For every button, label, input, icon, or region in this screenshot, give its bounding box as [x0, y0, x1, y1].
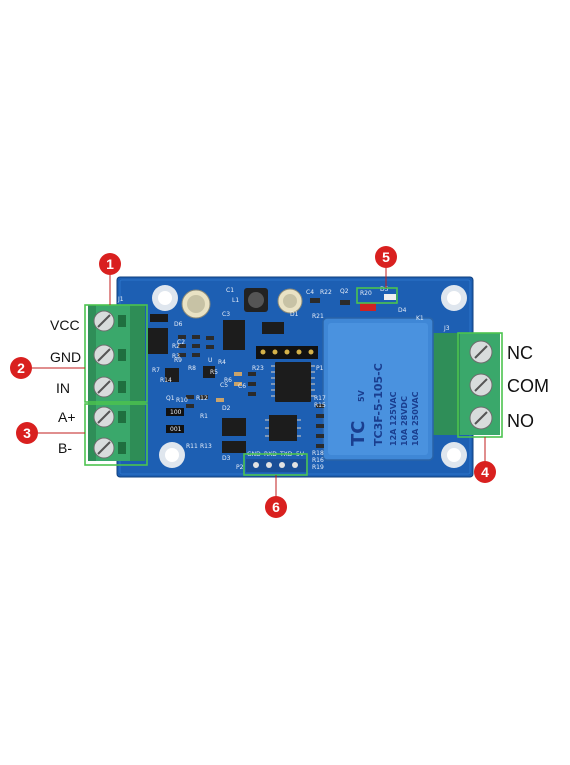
svg-text:R23: R23 — [252, 365, 264, 372]
svg-text:R9: R9 — [174, 357, 182, 364]
svg-text:R20: R20 — [360, 290, 372, 297]
smd-components — [150, 294, 396, 448]
svg-text:L1: L1 — [232, 297, 239, 304]
svg-text:D3: D3 — [222, 455, 231, 462]
svg-text:R13: R13 — [200, 443, 212, 450]
pin-header-p2 — [246, 459, 306, 472]
highlight-led — [356, 287, 398, 304]
label-gnd: GND — [50, 349, 82, 365]
svg-text:R10: R10 — [176, 397, 188, 404]
highlight-relay-output — [457, 332, 503, 438]
callout-4: 4 — [474, 461, 496, 483]
svg-text:R12: R12 — [196, 395, 208, 402]
capacitors — [181, 288, 303, 319]
svg-text:C5: C5 — [220, 382, 228, 389]
svg-text:K1: K1 — [416, 315, 424, 322]
relay: TC TC3F-5-105-C 5V 12A 125VAC 10A 28VDC … — [322, 317, 434, 461]
integrated-circuits — [148, 320, 311, 453]
svg-text:R19: R19 — [312, 464, 324, 471]
highlight-boxes — [84, 287, 503, 476]
svg-text:D6: D6 — [174, 321, 183, 328]
svg-text:R22: R22 — [320, 289, 332, 296]
svg-text:R3: R3 — [172, 353, 180, 360]
svg-text:U: U — [208, 357, 212, 364]
svg-text:R7: R7 — [152, 367, 160, 374]
relay-rating-3: 10A 250VAC — [411, 391, 420, 446]
svg-text:C2: C2 — [177, 339, 185, 346]
svg-text:C4: C4 — [306, 289, 314, 296]
svg-text:D1: D1 — [290, 311, 299, 318]
callout-2: 2 — [10, 357, 32, 379]
svg-text:C3: C3 — [222, 311, 230, 318]
svg-text:R18: R18 — [312, 450, 324, 457]
label-no: NO — [507, 411, 534, 431]
relay-rating-2: 10A 28VDC — [400, 396, 409, 446]
svg-text:D5: D5 — [380, 286, 389, 293]
label-vcc: VCC — [50, 317, 80, 333]
svg-text:Q1: Q1 — [166, 395, 175, 402]
relay-model: TC3F-5-105-C — [372, 363, 385, 446]
svg-text:R6: R6 — [224, 377, 232, 384]
svg-text:C6: C6 — [238, 383, 246, 390]
svg-text:R14: R14 — [160, 377, 172, 384]
label-in: IN — [56, 380, 70, 396]
svg-text:R2: R2 — [172, 343, 180, 350]
label-nc: NC — [507, 343, 533, 363]
svg-text:D4: D4 — [398, 307, 407, 314]
callout-lines — [32, 268, 486, 497]
relay-brand: TC — [348, 421, 369, 447]
label-com: COM — [507, 376, 549, 396]
svg-text:D2: D2 — [222, 405, 231, 412]
svg-text:R5: R5 — [210, 369, 218, 376]
svg-text:Q2: Q2 — [340, 288, 349, 295]
callout-6: 6 — [265, 496, 287, 518]
svg-text:R15: R15 — [314, 402, 326, 409]
svg-text:C1: C1 — [226, 287, 234, 294]
svg-text:R11: R11 — [186, 443, 198, 450]
relay-coil: 5V — [357, 389, 366, 402]
svg-text:100: 100 — [170, 409, 182, 416]
right-terminal-block — [433, 333, 500, 435]
callout-3: 3 — [16, 422, 38, 444]
svg-text:R16: R16 — [312, 457, 324, 464]
svg-text:R21: R21 — [312, 313, 324, 320]
svg-text:001: 001 — [170, 426, 182, 433]
svg-text:R1: R1 — [200, 413, 208, 420]
svg-text:P2: P2 — [236, 464, 244, 471]
mounting-holes — [152, 285, 467, 468]
pin-header-p1 — [256, 346, 318, 359]
svg-text:R8: R8 — [188, 365, 196, 372]
callout-1: 1 — [99, 253, 121, 275]
svg-text:J1: J1 — [117, 296, 124, 303]
svg-text:J3: J3 — [443, 325, 450, 332]
label-a-plus: A+ — [58, 409, 76, 425]
svg-text:R17: R17 — [314, 395, 326, 402]
left-terminal-block — [88, 305, 145, 461]
relay-rating-1: 12A 125VAC — [389, 391, 398, 446]
svg-text:R4: R4 — [218, 359, 226, 366]
label-b-minus: B- — [58, 440, 72, 456]
svg-text:P1: P1 — [316, 365, 324, 372]
callout-5: 5 — [375, 246, 397, 268]
highlight-power-input — [84, 304, 148, 403]
highlight-rs485 — [84, 403, 148, 466]
